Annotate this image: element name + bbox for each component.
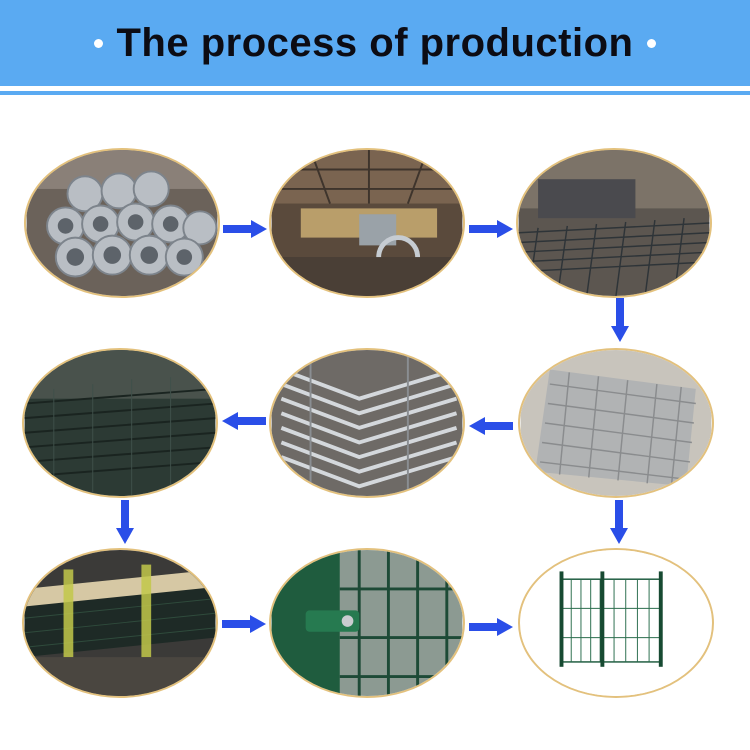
bullet-dot-icon <box>93 38 103 48</box>
header-banner <box>0 0 750 86</box>
step-5-bent-panels-image <box>269 348 465 498</box>
step-7-packed-panels-image <box>22 548 218 698</box>
page-title: The process of production <box>116 20 634 65</box>
step-9-installed-fence-image <box>518 548 714 698</box>
title-bar: The process of production <box>0 0 750 86</box>
step-3-welding-machine-image <box>516 148 712 298</box>
arrow-down-icon <box>611 298 629 342</box>
header-divider <box>0 91 750 95</box>
step-1-wire-coils-image <box>24 148 220 298</box>
step-8-post-clamp-image <box>269 548 465 698</box>
arrow-left-icon <box>469 417 513 435</box>
arrow-down-icon <box>116 500 134 544</box>
arrow-right-icon <box>469 220 513 238</box>
step-4-mesh-panel-image <box>518 348 714 498</box>
step-2-workshop-image <box>269 148 465 298</box>
arrow-right-icon <box>469 618 513 636</box>
step-6-coated-panels-image <box>22 348 218 498</box>
bullet-dot-icon <box>647 38 657 48</box>
arrow-left-icon <box>222 412 266 430</box>
arrow-right-icon <box>223 220 267 238</box>
arrow-down-icon <box>610 500 628 544</box>
arrow-right-icon <box>222 615 266 633</box>
